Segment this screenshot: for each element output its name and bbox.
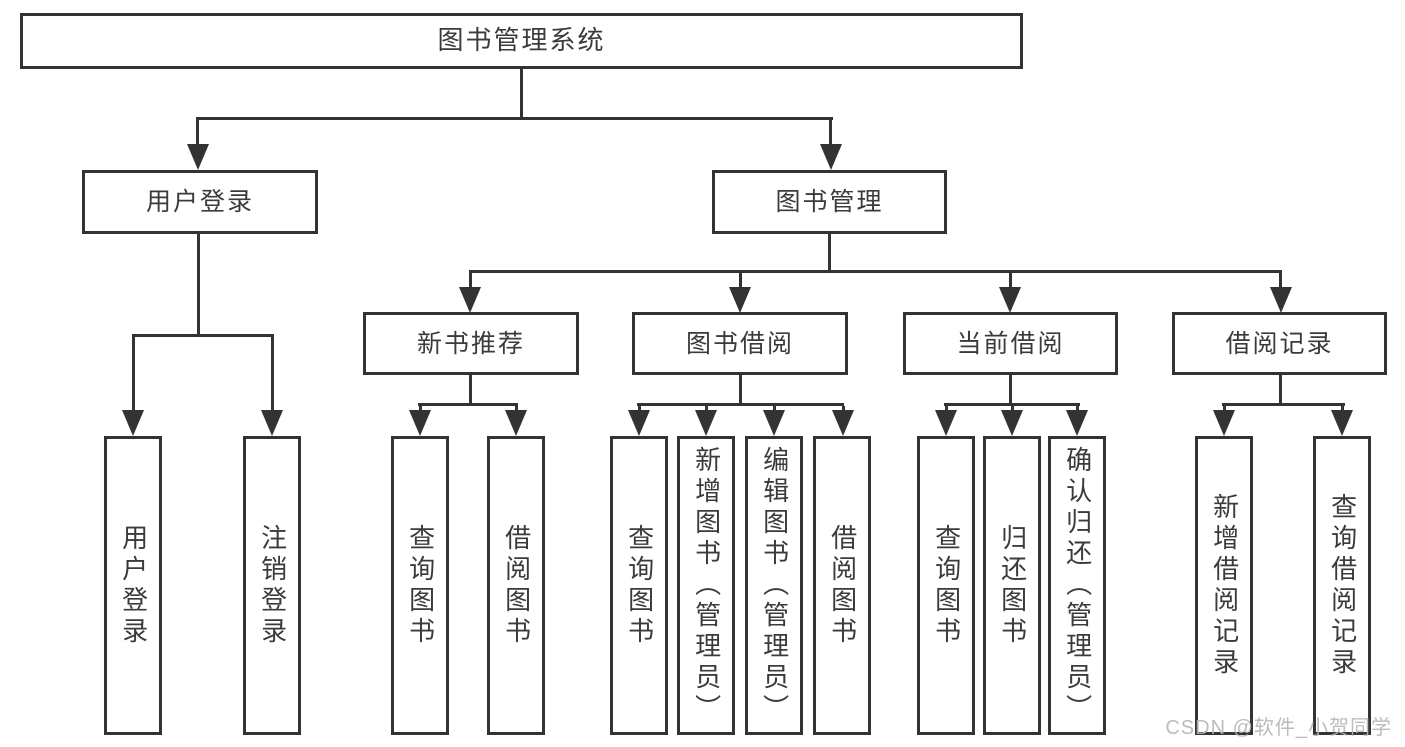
connector-level3-bar	[469, 270, 1282, 273]
arrow-down-icon	[122, 410, 144, 436]
connector-user-login-stem	[196, 120, 199, 144]
connector-root-stem	[520, 69, 523, 119]
node-user-login-branch: 用户登录	[82, 170, 318, 234]
node-leaf-add-book-admin: 新增图书（管理员）	[677, 436, 735, 735]
connector-leaf-stem	[1223, 406, 1226, 412]
node-new-book-recommend: 新书推荐	[363, 312, 579, 375]
connector-user-branch-bar	[132, 334, 274, 337]
connector-leaf-stem	[1341, 406, 1344, 412]
connector-leaf-stem	[515, 406, 518, 412]
arrow-down-icon	[763, 410, 785, 436]
node-borrow-records: 借阅记录	[1172, 312, 1387, 375]
arrow-down-icon	[1066, 410, 1088, 436]
watermark: CSDN @软件_小贺同学	[1165, 717, 1392, 739]
connector-leaf-stem	[705, 406, 708, 412]
connector-leaf-bar	[418, 403, 518, 406]
connector-section-stem	[1009, 273, 1012, 287]
node-book-management-branch: 图书管理	[712, 170, 947, 234]
connector-user-branch-stem	[197, 234, 200, 335]
connector-section-down	[1279, 375, 1282, 403]
connector-leaf-bar	[1222, 403, 1345, 406]
node-leaf-add-borrow-record: 新增借阅记录	[1195, 436, 1253, 735]
arrow-down-icon	[695, 410, 717, 436]
connector-leaf-stem	[945, 406, 948, 412]
arrow-down-icon	[729, 287, 751, 313]
connector-leaf-stem	[271, 337, 274, 410]
node-leaf-query-books-recommend: 查询图书	[391, 436, 449, 735]
connector-section-down	[469, 375, 472, 403]
node-leaf-return-book: 归还图书	[983, 436, 1041, 735]
arrow-down-icon	[935, 410, 957, 436]
arrow-down-icon	[409, 410, 431, 436]
node-leaf-query-books-current: 查询图书	[917, 436, 975, 735]
node-leaf-user-login: 用户登录	[104, 436, 162, 735]
node-book-borrow: 图书借阅	[632, 312, 848, 375]
arrow-down-icon	[999, 287, 1021, 313]
arrow-down-icon	[820, 144, 842, 170]
connector-book-mgmt-stem	[829, 120, 832, 144]
arrow-down-icon	[1331, 410, 1353, 436]
arrow-down-icon	[187, 144, 209, 170]
arrow-down-icon	[628, 410, 650, 436]
node-leaf-edit-book-admin: 编辑图书（管理员）	[745, 436, 803, 735]
arrow-down-icon	[261, 410, 283, 436]
connector-leaf-stem	[638, 406, 641, 412]
connector-leaf-stem	[842, 406, 845, 412]
node-leaf-confirm-return-admin: 确认归还（管理员）	[1048, 436, 1106, 735]
connector-leaf-bar	[637, 403, 844, 406]
node-leaf-logout: 注销登录	[243, 436, 301, 735]
node-leaf-query-books-borrow: 查询图书	[610, 436, 668, 735]
arrow-down-icon	[459, 287, 481, 313]
node-root-system: 图书管理系统	[20, 13, 1023, 69]
connector-leaf-bar	[944, 403, 1080, 406]
arrow-down-icon	[1213, 410, 1235, 436]
connector-leaf-stem	[1076, 406, 1079, 412]
connector-leaf-stem	[419, 406, 422, 412]
node-leaf-query-borrow-record: 查询借阅记录	[1313, 436, 1371, 735]
connector-leaf-stem	[132, 337, 135, 410]
arrow-down-icon	[832, 410, 854, 436]
node-leaf-borrow-books: 借阅图书	[813, 436, 871, 735]
connector-level2-bar	[196, 117, 833, 120]
connector-mgmt-branch-stem	[828, 234, 831, 271]
arrow-down-icon	[1001, 410, 1023, 436]
connector-leaf-stem	[1011, 406, 1014, 412]
connector-section-down	[1009, 375, 1012, 403]
connector-section-stem	[739, 273, 742, 287]
connector-section-down	[739, 375, 742, 403]
arrow-down-icon	[505, 410, 527, 436]
node-current-borrow: 当前借阅	[903, 312, 1118, 375]
connector-section-stem	[469, 273, 472, 287]
connector-leaf-stem	[773, 406, 776, 412]
arrow-down-icon	[1270, 287, 1292, 313]
connector-section-stem	[1279, 273, 1282, 287]
node-leaf-borrow-books-recommend: 借阅图书	[487, 436, 545, 735]
